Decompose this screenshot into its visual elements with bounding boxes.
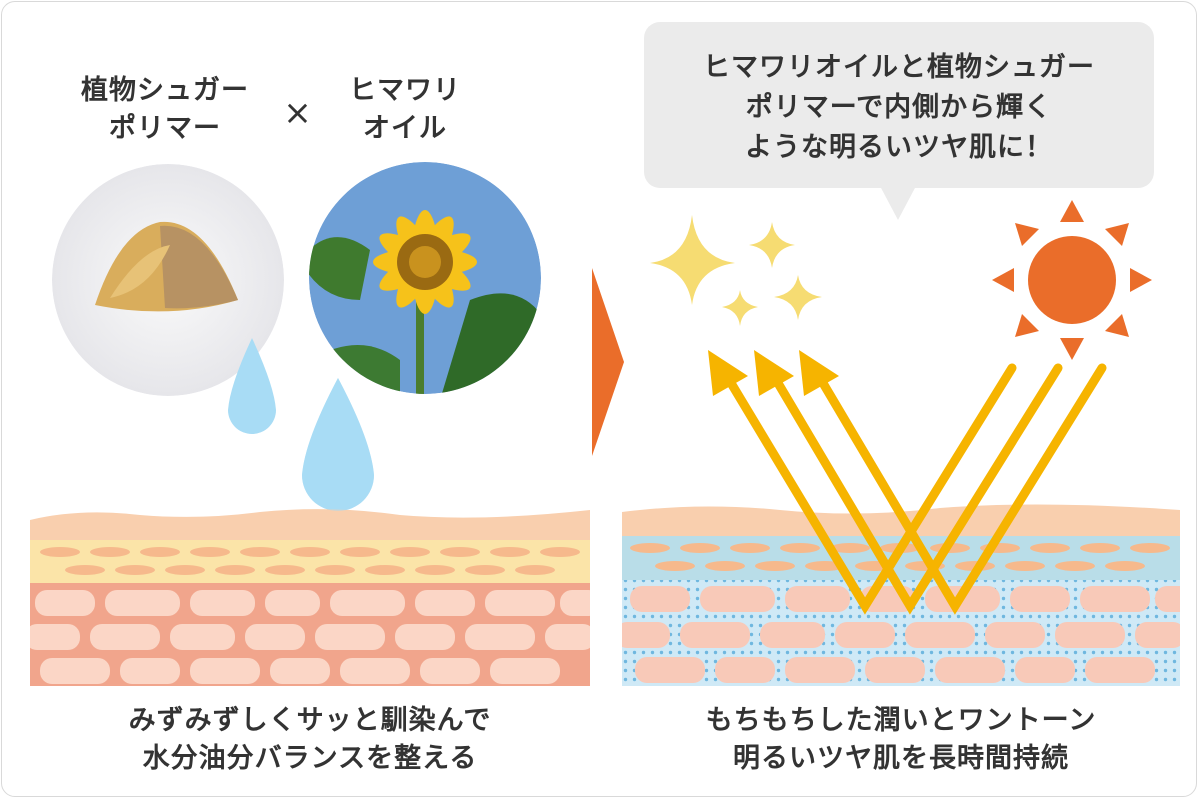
bubble-line: ような明るいツヤ肌に！ [745, 132, 1053, 163]
label-line: オイル [363, 113, 447, 144]
caption-line: 明るいツヤ肌を長時間持続 [733, 743, 1069, 774]
times-symbol: × [283, 93, 313, 133]
speech-bubble-text: ヒマワリオイルと植物シュガー ポリマーで内側から輝く ような明るいツヤ肌に！ [644, 48, 1154, 168]
right-caption: もちもちした潤いとワントーン 明るいツヤ肌を長時間持続 [622, 702, 1180, 778]
sunflower-photo [309, 162, 541, 394]
skin-layers-left [30, 509, 590, 686]
caption-line: もちもちした潤いとワントーン [705, 705, 1097, 736]
label-line: 植物シュガー [81, 75, 249, 106]
water-drop-icon [302, 378, 374, 511]
speech-bubble-tail [880, 186, 916, 220]
bubble-line: ポリマーで内側から輝く [745, 92, 1053, 123]
ingredient-sunflower-oil-label: ヒマワリ オイル [320, 72, 490, 148]
arrowheads [708, 350, 839, 396]
caption-line: 水分油分バランスを整える [142, 743, 478, 774]
label-line: ポリマー [109, 113, 221, 144]
bubble-line: ヒマワリオイルと植物シュガー [703, 52, 1095, 83]
sugar-polymer-photo [52, 164, 284, 396]
label-line: ヒマワリ [349, 75, 461, 106]
water-drop-icon [228, 338, 276, 434]
left-caption: みずみずしくサッと馴染んで 水分油分バランスを整える [30, 702, 590, 778]
speech-bubble [644, 22, 1154, 188]
next-arrow-icon [592, 268, 624, 456]
caption-line: みずみずしくサッと馴染んで [128, 705, 492, 736]
ingredient-sugar-polymer-label: 植物シュガー ポリマー [50, 72, 280, 148]
sparkle-icons [650, 215, 822, 326]
sun-icon [992, 200, 1152, 360]
light-reflection-arrows [723, 363, 1107, 615]
